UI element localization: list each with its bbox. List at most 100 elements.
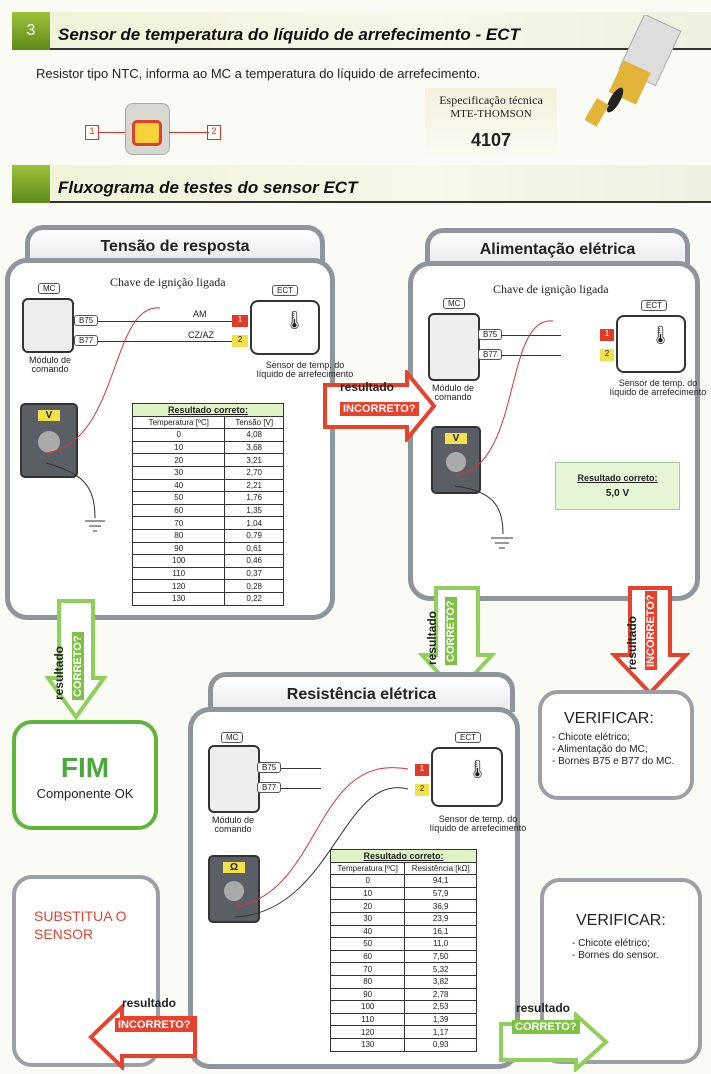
thermometer-icon: 🌡 xyxy=(250,300,320,355)
value-cell: 0,46 xyxy=(224,554,284,568)
value-cell: 0,22 xyxy=(224,591,284,606)
value-cell: 2,21 xyxy=(224,478,284,493)
value-cell: 2,78 xyxy=(404,987,477,1002)
temperature-cell: 80 xyxy=(329,974,406,989)
value-cell: 1,39 xyxy=(404,1012,477,1027)
pin-2-label: 2 xyxy=(207,125,221,140)
temperature-cell: 130 xyxy=(131,591,226,606)
temperature-cell: 110 xyxy=(329,1012,406,1027)
description: Resistor tipo NTC, informa ao MC a tempe… xyxy=(36,66,481,81)
fim-box: FIM Componente OK xyxy=(12,720,158,830)
value-cell: 0,93 xyxy=(404,1037,477,1052)
temperature-cell: 120 xyxy=(329,1025,406,1039)
temperature-cell: 0 xyxy=(329,874,406,888)
value-cell: 1,76 xyxy=(224,491,284,505)
spec-brand: MTE-THOMSON xyxy=(450,108,532,120)
panel-supply: Chave de ignição ligada MC B75 B77 Módul… xyxy=(408,261,706,601)
panel-resistance-tab: Resistência elétrica xyxy=(208,672,515,712)
spec-code: 4107 xyxy=(470,130,512,150)
temperature-cell: 40 xyxy=(131,478,226,493)
mc-module-icon xyxy=(208,745,260,813)
temperature-cell: 70 xyxy=(329,962,406,976)
voltage-table: Resultado correto: Temperatura [ºC]Tensã… xyxy=(131,403,284,606)
value-cell: 3,68 xyxy=(224,440,284,455)
value-cell: 36,9 xyxy=(404,899,477,913)
mc-module-icon xyxy=(22,298,74,353)
flow-title: Fluxograma de testes do sensor ECT xyxy=(58,178,358,197)
value-cell: 4,08 xyxy=(224,428,284,442)
value-cell: 23,9 xyxy=(404,911,477,926)
value-cell: 3,82 xyxy=(404,974,477,989)
panel-supply-tab: Alimentação elétrica xyxy=(425,228,690,266)
spec-label: Especificação técnica xyxy=(439,93,543,107)
value-cell: 3,21 xyxy=(224,453,284,467)
value-cell: 94,1 xyxy=(404,874,477,888)
temperature-cell: 30 xyxy=(131,465,226,480)
resistance-table: Resultado correto: Temperatura [ºC]Resis… xyxy=(329,849,477,1052)
value-cell: 11,0 xyxy=(404,937,477,951)
sensor-photo xyxy=(585,15,682,127)
supply-result: Resultado correto: 5,0 V xyxy=(555,462,680,510)
temperature-cell: 70 xyxy=(131,516,226,530)
mc-module-icon xyxy=(428,313,480,381)
temperature-cell: 10 xyxy=(329,886,406,901)
temperature-cell: 50 xyxy=(131,491,226,505)
panel-resistance: MC B75 B77 Módulo de comando ECT 1 2 🌡 S… xyxy=(188,707,526,1069)
module-label: Módulo de comando xyxy=(28,355,72,374)
section-title: Sensor de temperatura do líquido de arre… xyxy=(58,25,520,44)
temperature-cell: 20 xyxy=(329,899,406,913)
temperature-cell: 60 xyxy=(329,949,406,964)
temperature-cell: 50 xyxy=(329,937,406,951)
value-cell: 1,35 xyxy=(224,503,284,518)
section-number: 3 xyxy=(12,12,50,50)
temperature-cell: 80 xyxy=(131,528,226,543)
spec-box: Especificação técnica MTE-THOMSON 4107 xyxy=(425,88,557,160)
value-cell: 2,70 xyxy=(224,465,284,480)
pin-1-label: 1 xyxy=(85,125,99,140)
temperature-cell: 130 xyxy=(329,1037,406,1052)
value-cell: 7,50 xyxy=(404,949,477,964)
temperature-cell: 60 xyxy=(131,503,226,518)
key-label: Chave de ignição ligada xyxy=(110,275,226,289)
temperature-cell: 90 xyxy=(329,987,406,1002)
temperature-cell: 10 xyxy=(131,440,226,455)
mc-label: MC xyxy=(38,283,61,294)
temperature-cell: 100 xyxy=(131,554,226,568)
multimeter-icon: Ω xyxy=(208,855,260,923)
temperature-cell: 40 xyxy=(329,924,406,939)
multimeter-icon: V xyxy=(431,426,481,494)
value-cell: 1,17 xyxy=(404,1025,477,1039)
flow-header: Fluxograma de testes do sensor ECT xyxy=(12,165,711,203)
supply-value: 5,0 V xyxy=(605,488,630,499)
value-cell: 16,1 xyxy=(404,924,477,939)
temperature-cell: 100 xyxy=(329,1000,406,1014)
thermometer-icon: 🌡 xyxy=(616,315,686,373)
value-cell: 0,61 xyxy=(224,541,284,556)
temperature-cell: 20 xyxy=(131,453,226,467)
value-cell: 0,79 xyxy=(224,528,284,543)
value-cell: 0,28 xyxy=(224,579,284,593)
value-cell: 0,37 xyxy=(224,566,284,581)
value-cell: 1,04 xyxy=(224,516,284,530)
sensor-label: Sensor de temp. do líquido de arrefecime… xyxy=(256,360,354,379)
